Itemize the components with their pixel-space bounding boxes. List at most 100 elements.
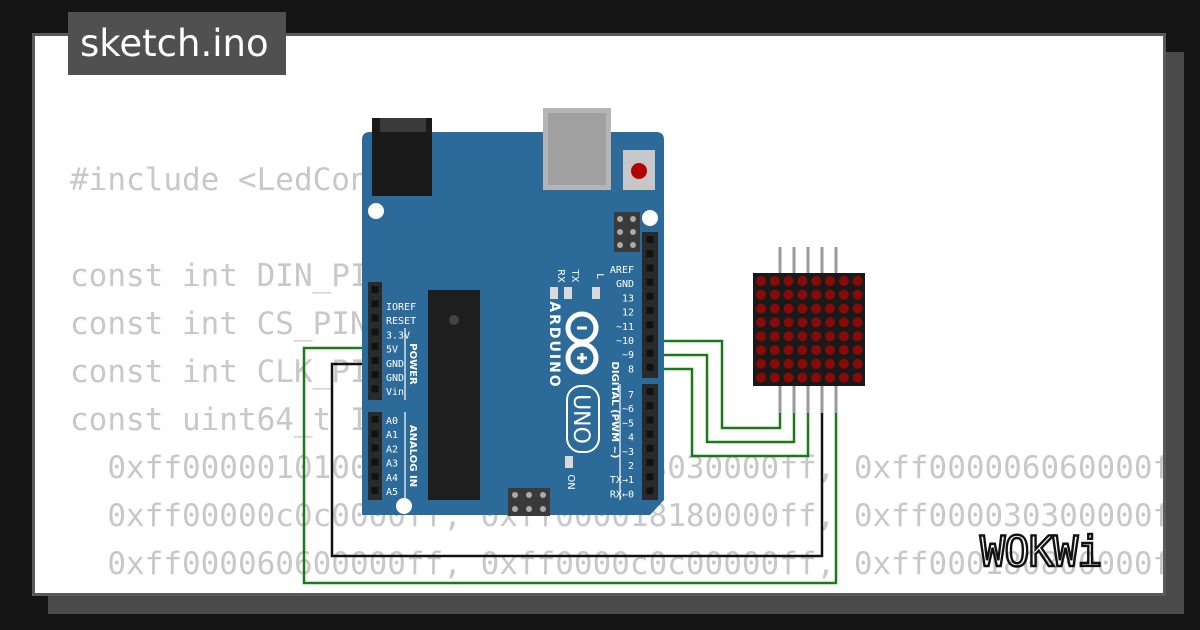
header-socket[interactable] (646, 473, 654, 481)
digital-pin-label: ~5 (622, 418, 634, 429)
header-socket[interactable] (371, 357, 379, 364)
analog-pin-label: A0 (386, 416, 398, 427)
header-socket[interactable] (646, 416, 654, 424)
header-socket[interactable] (646, 349, 654, 357)
header-socket[interactable] (646, 487, 654, 495)
header-socket[interactable] (371, 385, 379, 393)
arduino-board[interactable]: IOREFRESET3.3V5VGNDGNDVinA0A1A2A3A4A5ARE… (362, 108, 664, 516)
matrix-led (756, 276, 766, 286)
matrix-led (811, 345, 822, 355)
header-socket[interactable] (646, 321, 654, 329)
digital-pin-label: ~11 (616, 322, 634, 333)
matrix-led (825, 331, 835, 342)
matrix-led (797, 276, 808, 286)
matrix-led (797, 358, 808, 369)
matrix-led (797, 372, 808, 383)
header-socket[interactable] (646, 430, 654, 438)
power-pin-label: 3.3V (386, 330, 410, 341)
digital-pin-label: ~6 (622, 404, 634, 415)
reset-button[interactable] (631, 163, 647, 179)
digital-group-label: DIGITAL (PWM ~) (609, 362, 620, 459)
analog-pin-label: A5 (386, 487, 398, 498)
matrix-led (838, 276, 849, 286)
header-socket[interactable] (646, 278, 654, 286)
digital-pin-label: GND (616, 279, 634, 290)
header-socket[interactable] (371, 314, 379, 322)
header-socket[interactable] (371, 416, 379, 423)
wire-gnd[interactable] (330, 362, 824, 558)
digital-header-top (642, 232, 658, 378)
matrix-led (825, 276, 835, 286)
digital-pin-label: 4 (628, 433, 634, 444)
l-led-label: L (594, 273, 605, 279)
header-socket[interactable] (646, 264, 654, 272)
digital-pin-label: AREF (610, 265, 634, 276)
rx-led-label: RX (555, 269, 566, 283)
header-socket[interactable] (371, 472, 379, 480)
header-socket[interactable] (646, 250, 654, 258)
header-socket[interactable] (646, 363, 654, 371)
matrix-led (783, 345, 794, 355)
wire-cs[interactable] (652, 353, 796, 444)
file-tab-label: sketch.ino (80, 22, 269, 65)
matrix-led (769, 289, 780, 300)
power-group-label: POWER (407, 343, 418, 385)
analog-group-label: ANALOG IN (407, 425, 418, 487)
mounting-hole (642, 210, 658, 226)
header-socket[interactable] (646, 292, 654, 300)
wires (302, 339, 838, 585)
matrix-led (756, 345, 766, 355)
matrix-led (811, 276, 822, 286)
matrix-led (838, 317, 849, 328)
digital-pin-label: ~10 (616, 336, 634, 347)
matrix-led (783, 372, 794, 383)
header-socket[interactable] (646, 402, 654, 410)
power-header (368, 282, 382, 400)
wire-5v[interactable] (302, 346, 838, 585)
matrix-led (783, 276, 794, 286)
matrix-led (769, 331, 780, 342)
matrix-led (769, 303, 780, 314)
header-socket[interactable] (371, 328, 379, 336)
header-socket[interactable] (371, 458, 379, 466)
matrix-dots (756, 276, 863, 383)
header-socket[interactable] (371, 430, 379, 438)
header-socket[interactable] (646, 444, 654, 452)
status-leds (550, 287, 600, 468)
matrix-led (756, 331, 766, 342)
digital-pin-label: TX→1 (610, 475, 634, 486)
header-socket[interactable] (371, 342, 379, 350)
header-socket[interactable] (646, 236, 654, 243)
matrix-led (783, 303, 794, 314)
board-model: UNO (568, 394, 593, 444)
header-socket[interactable] (371, 487, 379, 494)
matrix-led (811, 317, 822, 328)
arduino-logo-icon (565, 311, 599, 375)
led-matrix-module[interactable] (753, 247, 865, 413)
wokwi-logo: WOKWi (979, 526, 1104, 576)
matrix-led (769, 372, 780, 383)
header-socket[interactable] (646, 307, 654, 314)
matrix-led (811, 289, 822, 300)
matrix-led (797, 317, 808, 328)
analog-pin-label: A1 (386, 430, 398, 441)
header-socket[interactable] (371, 286, 379, 293)
header-socket[interactable] (371, 300, 379, 308)
matrix-led (825, 345, 835, 355)
file-tab[interactable]: sketch.ino (68, 12, 286, 75)
matrix-led (769, 317, 780, 328)
matrix-led (838, 289, 849, 300)
matrix-led (838, 331, 849, 342)
power-pin-label: 5V (386, 345, 398, 356)
header-socket[interactable] (371, 444, 379, 452)
matrix-led (769, 276, 780, 286)
wire-clk[interactable] (652, 367, 810, 458)
header-socket[interactable] (646, 388, 654, 395)
header-socket[interactable] (646, 459, 654, 466)
matrix-led (852, 345, 863, 355)
header-socket[interactable] (646, 335, 654, 343)
wire-din[interactable] (652, 339, 782, 430)
header-socket[interactable] (371, 371, 379, 379)
model-badge (566, 385, 600, 453)
